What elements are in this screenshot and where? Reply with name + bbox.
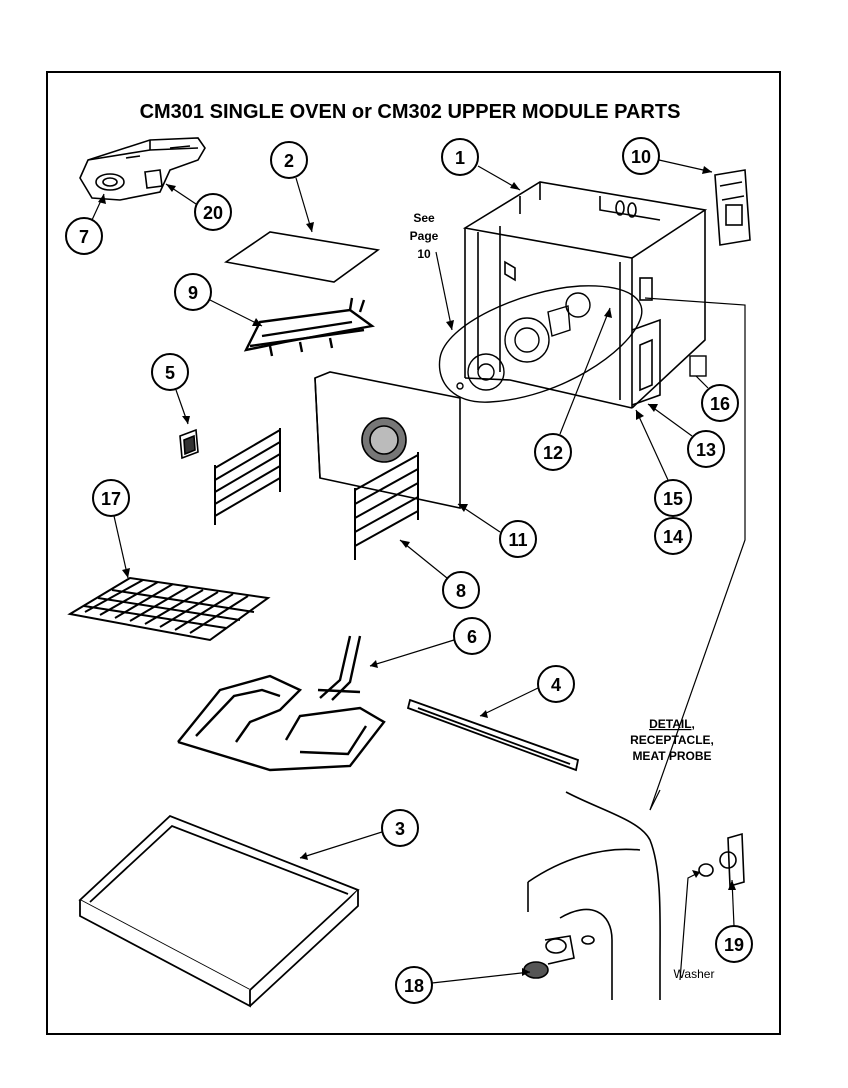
- svg-text:4: 4: [551, 675, 561, 695]
- upper-element-part: [243, 297, 375, 357]
- detail-label: DETAIL, RECEPTACLE, MEAT PROBE: [630, 717, 714, 763]
- svg-text:DETAIL,: DETAIL,: [649, 717, 695, 731]
- svg-text:Page: Page: [410, 229, 439, 243]
- svg-text:14: 14: [663, 527, 683, 547]
- callouts: 1 2 3 4 5 6 7 8: [65, 137, 753, 1004]
- meat-probe-receptacle-detail: [523, 791, 745, 1000]
- control-housing-part: [79, 137, 206, 201]
- callout-16: 16: [701, 384, 739, 422]
- see-page-label: See Page 10: [410, 211, 439, 261]
- svg-text:7: 7: [79, 227, 89, 247]
- svg-text:RECEPTACLE,: RECEPTACLE,: [630, 733, 714, 747]
- svg-text:MEAT PROBE: MEAT PROBE: [632, 749, 711, 763]
- arrow-heads: [98, 166, 736, 976]
- clip-part: [179, 428, 199, 460]
- callout-3: 3: [381, 809, 419, 847]
- svg-text:19: 19: [724, 935, 744, 955]
- svg-text:6: 6: [467, 627, 477, 647]
- bake-element-part: [177, 635, 386, 772]
- svg-text:15: 15: [663, 489, 683, 509]
- svg-text:12: 12: [543, 443, 563, 463]
- callout-8: 8: [442, 571, 480, 609]
- plate-part: [689, 355, 707, 377]
- washer-label: Washer: [674, 967, 715, 981]
- callout-7: 7: [65, 217, 103, 255]
- svg-text:2: 2: [284, 151, 294, 171]
- page-border: [46, 71, 781, 1035]
- callout-1: 1: [441, 138, 479, 176]
- svg-text:10: 10: [631, 147, 651, 167]
- callout-2: 2: [270, 141, 308, 179]
- callout-14: 14: [654, 517, 692, 555]
- callout-12: 12: [534, 433, 572, 471]
- detail-leader-lines: [644, 297, 746, 811]
- panel-part: [223, 231, 381, 283]
- callout-20: 20: [194, 193, 232, 231]
- diagram-title: CM301 SINGLE OVEN or CM302 UPPER MODULE …: [140, 101, 681, 123]
- svg-text:9: 9: [188, 283, 198, 303]
- callout-19: 19: [715, 925, 753, 963]
- right-rack-support: [354, 452, 419, 560]
- callout-5: 5: [151, 353, 189, 391]
- callout-9: 9: [174, 273, 212, 311]
- callout-15: 15: [654, 479, 692, 517]
- back-panel-part: [314, 371, 461, 509]
- svg-text:17: 17: [101, 489, 121, 509]
- callout-4: 4: [537, 665, 575, 703]
- callout-18: 18: [395, 966, 433, 1004]
- convection-fan-detail: [438, 285, 643, 403]
- drip-tray-part: [78, 814, 360, 1008]
- svg-text:13: 13: [696, 440, 716, 460]
- callout-13: 13: [687, 430, 725, 468]
- callout-10: 10: [622, 137, 660, 175]
- svg-text:18: 18: [404, 976, 424, 996]
- oven-rack-part: [67, 576, 271, 642]
- control-box-part: [714, 169, 751, 246]
- svg-text:20: 20: [203, 203, 223, 223]
- oven-cavity-part: [462, 181, 708, 409]
- left-rack-support: [214, 428, 281, 525]
- svg-text:10: 10: [417, 247, 431, 261]
- trim-strip-part: [406, 698, 580, 772]
- svg-text:3: 3: [395, 819, 405, 839]
- callout-6: 6: [453, 617, 491, 655]
- svg-text:11: 11: [508, 530, 527, 550]
- callout-17: 17: [92, 479, 130, 517]
- callout-11: 11: [499, 520, 537, 558]
- svg-text:8: 8: [456, 581, 466, 601]
- svg-text:1: 1: [455, 148, 465, 168]
- svg-text:See: See: [413, 211, 435, 225]
- svg-text:16: 16: [710, 394, 730, 414]
- svg-text:5: 5: [165, 363, 175, 383]
